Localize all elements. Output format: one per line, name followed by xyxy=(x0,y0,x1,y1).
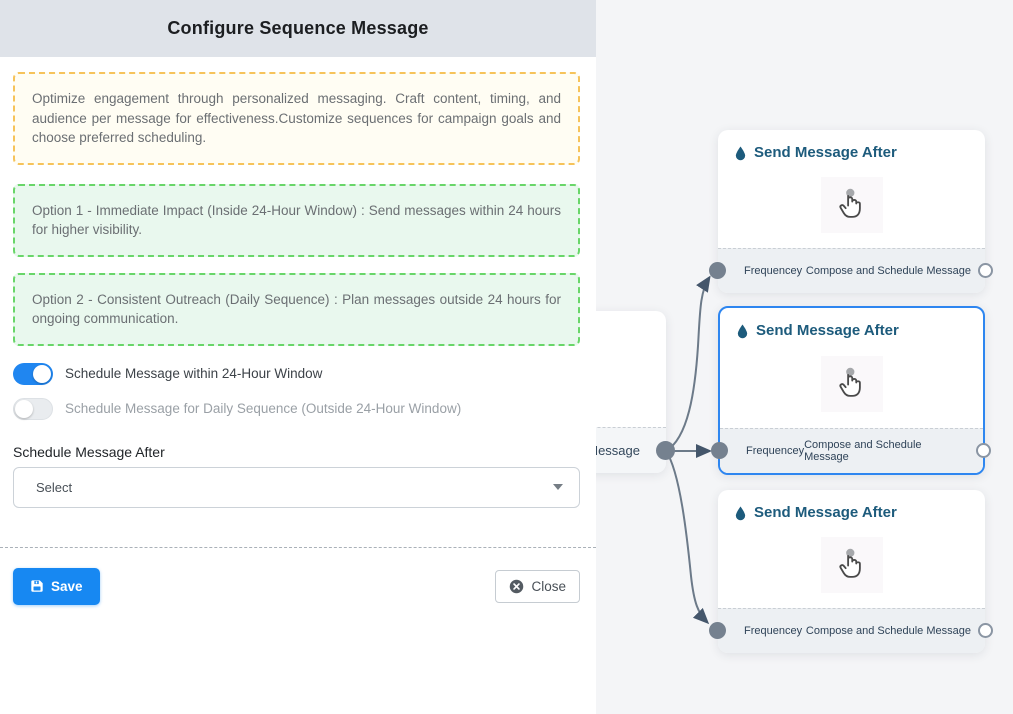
option-1-note: Option 1 - Immediate Impact (Inside 24-H… xyxy=(13,183,580,257)
toggle-switch-0[interactable] xyxy=(13,362,53,385)
schedule-after-label: Schedule Message After xyxy=(13,443,165,460)
node-title: Send Message After xyxy=(754,504,897,521)
toggle-label-daily: Schedule Message for Daily Sequence (Out… xyxy=(65,401,462,417)
divider xyxy=(0,546,596,548)
tap-hand-icon[interactable] xyxy=(820,355,883,412)
node-body xyxy=(720,339,983,428)
toggle-switch-1[interactable] xyxy=(13,397,53,420)
sequence-message-node-partial[interactable]: ce Message xyxy=(596,311,675,473)
page-title: Configure Sequence Message xyxy=(167,18,429,38)
source-handle[interactable] xyxy=(978,623,993,638)
save-button-label: Save xyxy=(51,578,83,594)
node-title: Send Message After xyxy=(756,322,899,339)
toggle-label-24hr: Schedule Message within 24-Hour Window xyxy=(65,366,323,382)
node-footer: Frequencey Compose and Schedule Message xyxy=(718,608,985,653)
node-header: Send Message After xyxy=(718,490,985,521)
frequency-label: Frequencey xyxy=(744,265,803,277)
droplet-icon xyxy=(734,145,747,161)
flow-canvas[interactable]: ce Message Send Message After xyxy=(596,0,1013,714)
flow-node-2[interactable]: Send Message After Frequencey Compose an… xyxy=(709,490,993,653)
configure-sequence-panel: Configure Sequence Message Optimize enga… xyxy=(0,0,596,605)
source-handle[interactable] xyxy=(976,443,991,458)
node-header: Send Message After xyxy=(718,130,985,161)
node-body xyxy=(718,521,985,608)
footer-buttons: Save Close xyxy=(13,567,580,605)
target-handle[interactable] xyxy=(709,622,726,639)
source-handle[interactable] xyxy=(978,263,993,278)
option-2-note: Option 2 - Consistent Outreach (Daily Se… xyxy=(13,272,580,346)
schedule-after-select[interactable]: Select xyxy=(13,466,580,508)
target-handle[interactable] xyxy=(711,442,728,459)
flow-node-1[interactable]: Send Message After Frequencey Compose an… xyxy=(711,306,991,475)
edge-to-top-node xyxy=(665,275,711,452)
compose-schedule-label: Compose and Schedule Message xyxy=(805,625,971,637)
save-button[interactable]: Save xyxy=(13,567,100,605)
select-value: Select xyxy=(36,479,73,495)
edge-to-bottom-node xyxy=(665,450,710,625)
intro-note: Optimize engagement through personalized… xyxy=(13,72,580,165)
close-button-label: Close xyxy=(531,578,566,594)
partial-node-footer: ce Message xyxy=(596,427,666,473)
node-footer: Frequencey Compose and Schedule Message xyxy=(718,248,985,293)
panel-body: Optimize engagement through personalized… xyxy=(0,72,596,605)
node-title: Send Message After xyxy=(754,144,897,161)
panel-header: Configure Sequence Message xyxy=(0,0,596,57)
node-footer: Frequencey Compose and Schedule Message xyxy=(720,428,983,473)
node-header: Send Message After xyxy=(720,308,983,339)
caret-down-icon xyxy=(553,484,563,491)
close-icon xyxy=(509,579,524,594)
close-button[interactable]: Close xyxy=(495,569,580,603)
compose-schedule-label: Compose and Schedule Message xyxy=(805,265,971,277)
source-handle[interactable] xyxy=(656,441,675,460)
partial-node-body xyxy=(596,311,666,427)
toggle-knob xyxy=(15,399,33,418)
compose-schedule-label: Compose and Schedule Message xyxy=(804,439,922,463)
toggle-row-daily: Schedule Message for Daily Sequence (Out… xyxy=(13,397,580,420)
frequency-label: Frequencey xyxy=(746,445,805,457)
toggle-row-24hr: Schedule Message within 24-Hour Window xyxy=(13,362,580,385)
target-handle[interactable] xyxy=(709,262,726,279)
toggle-knob xyxy=(33,364,51,383)
node-body xyxy=(718,161,985,248)
tap-hand-icon[interactable] xyxy=(820,176,883,233)
save-icon xyxy=(30,579,44,593)
tap-hand-icon[interactable] xyxy=(820,536,883,593)
flow-node-0[interactable]: Send Message After Frequencey Compose an… xyxy=(709,130,993,293)
partial-footer-label: ce Message xyxy=(596,443,640,458)
droplet-icon xyxy=(734,505,747,521)
frequency-label: Frequencey xyxy=(744,625,803,637)
droplet-icon xyxy=(736,323,749,339)
